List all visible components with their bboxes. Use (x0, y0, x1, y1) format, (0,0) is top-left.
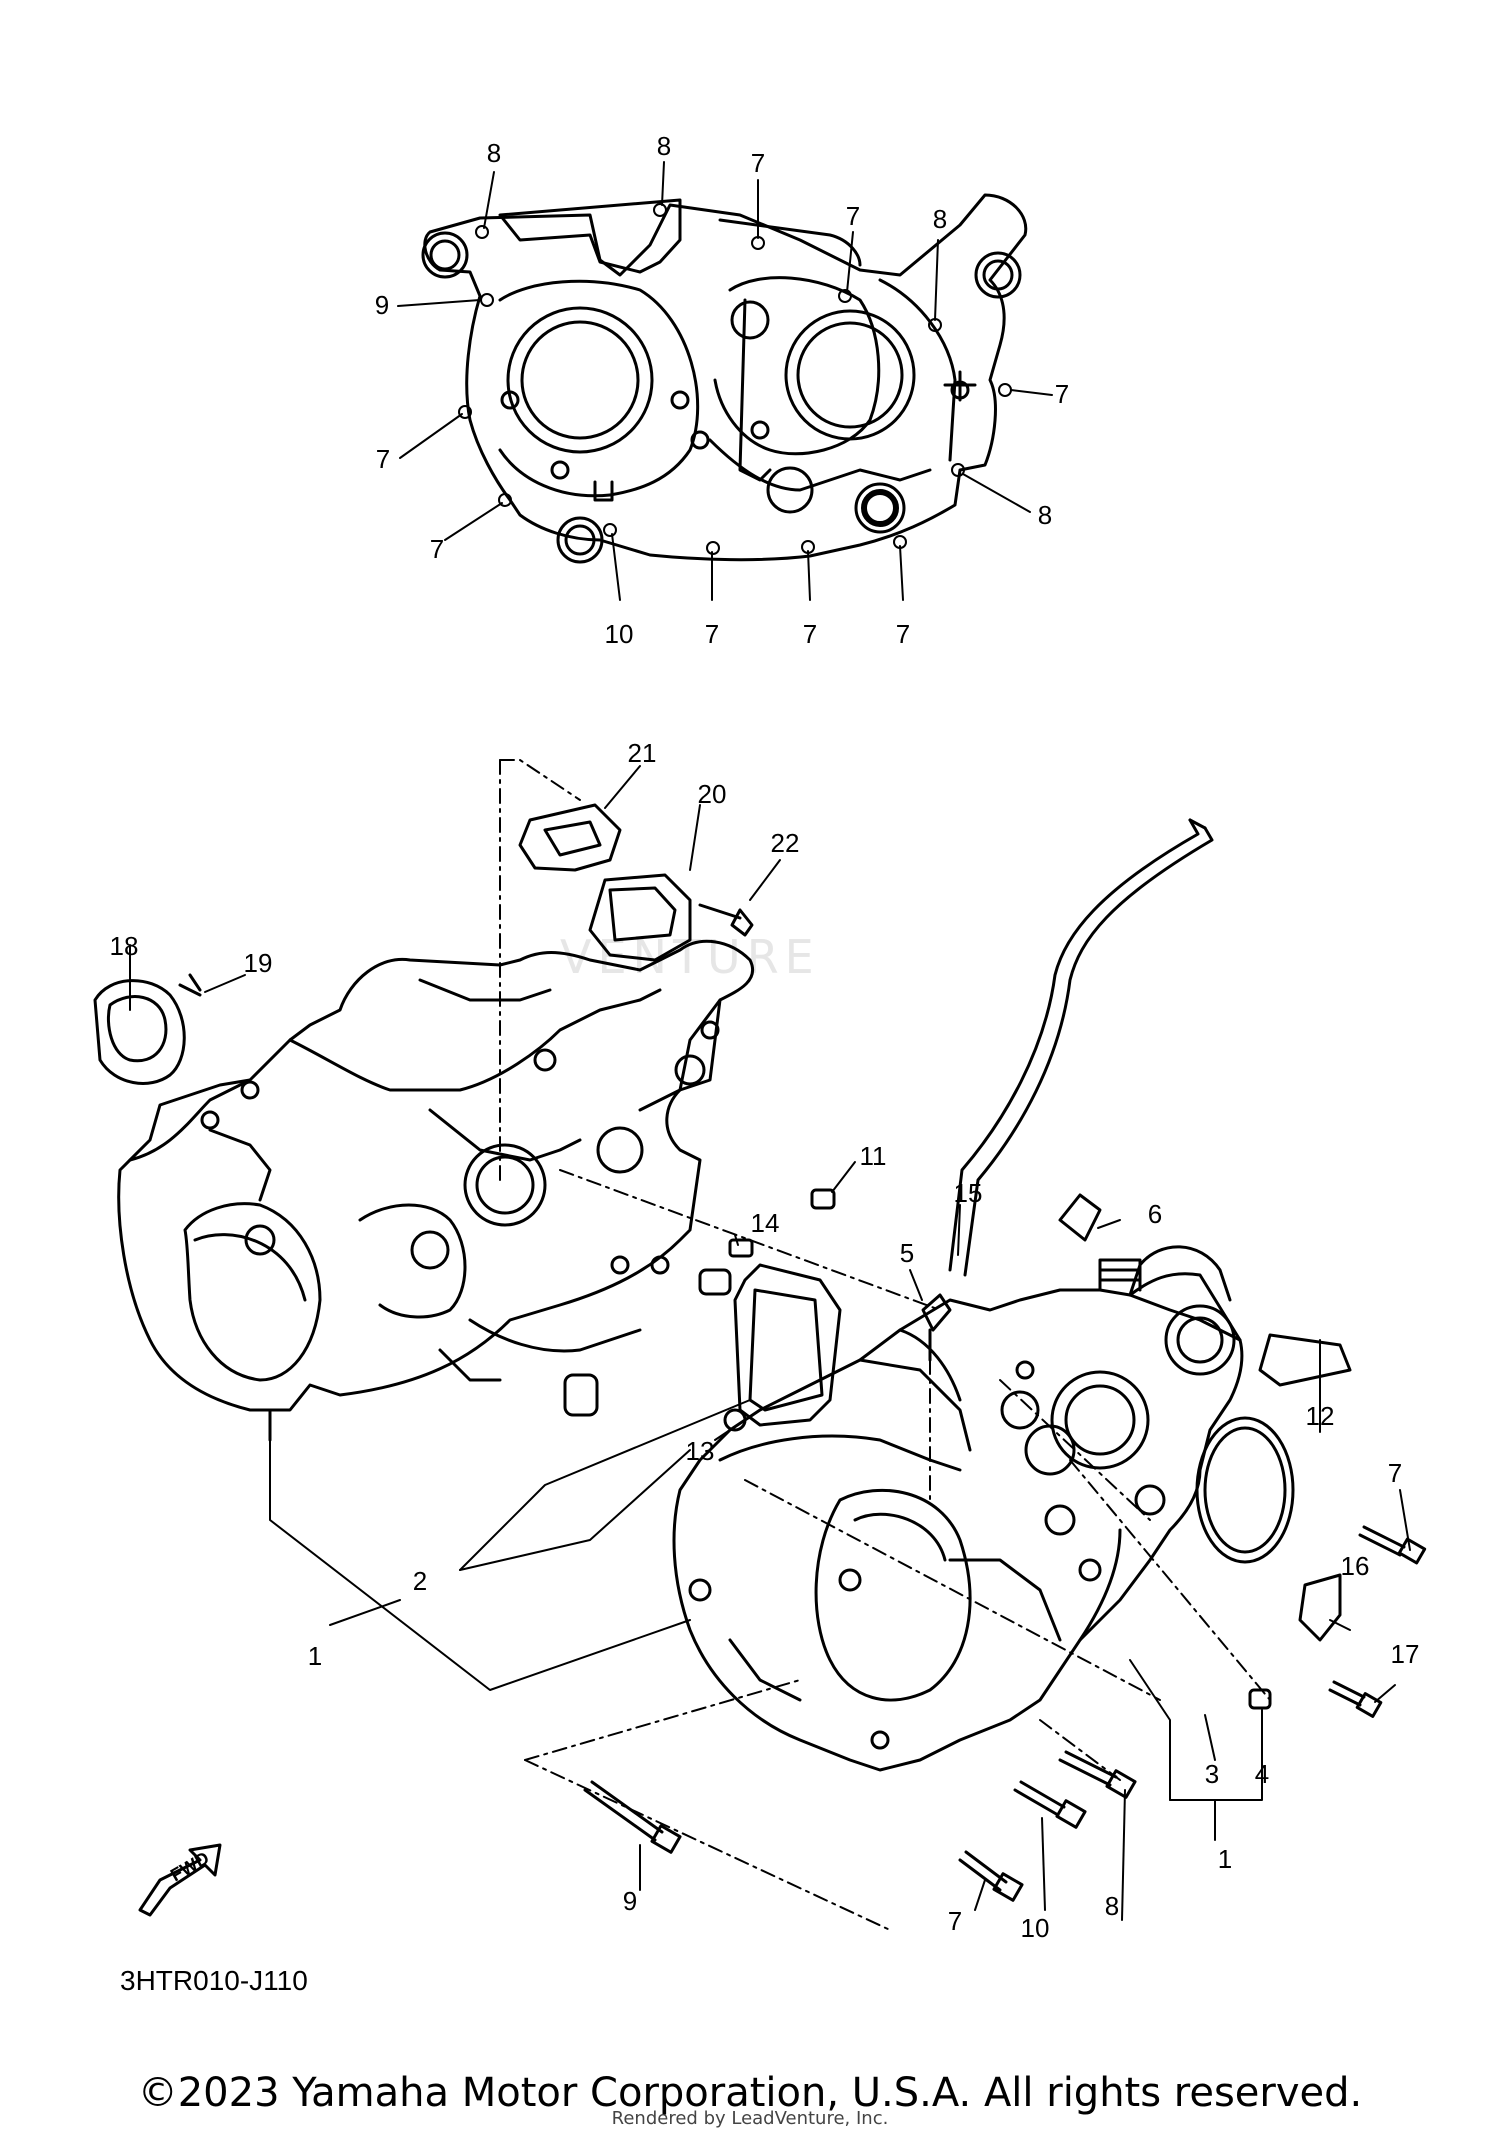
callout: 7 (376, 444, 390, 474)
top-bolt-holes (458, 203, 1012, 555)
callout: 9 (623, 1886, 637, 1916)
gasket-21 (518, 803, 622, 872)
drawing-code: 3HTR010-J110 (120, 1965, 308, 1996)
callout: 8 (487, 138, 501, 168)
callout: 7 (430, 534, 444, 564)
callout: 1 (308, 1641, 322, 1671)
breather-fitting (1098, 1258, 1142, 1292)
callout: 7 (896, 619, 910, 649)
dowel-14 (728, 1238, 754, 1258)
callout: 4 (1255, 1759, 1269, 1789)
plate-12 (1258, 1333, 1352, 1387)
cover-20 (588, 873, 692, 962)
gasket-18 (93, 979, 186, 1085)
callout: 6 (1148, 1199, 1162, 1229)
callout: 7 (846, 201, 860, 231)
callout: 7 (1388, 1458, 1402, 1488)
callout: 7 (803, 619, 817, 649)
top-view-callouts: 8 8 7 7 8 9 7 7 7 8 10 7 7 7 (375, 131, 1069, 649)
callout: 7 (948, 1906, 962, 1936)
callout: 3 (1205, 1759, 1219, 1789)
nut-11 (810, 1188, 836, 1210)
callout: 2 (413, 1566, 427, 1596)
main-leader-lines (129, 759, 1411, 1931)
callout: 7 (705, 619, 719, 649)
seal-ring (1203, 1426, 1287, 1554)
right-bearing-bore (796, 321, 904, 429)
callout: 1 (1218, 1844, 1232, 1874)
rear-mount-boss (1128, 1245, 1232, 1302)
bolt-19 (178, 973, 202, 997)
dowel-2 (563, 1373, 599, 1417)
callout: 10 (605, 619, 634, 649)
watermark: VENTURE (560, 930, 820, 984)
callout: 9 (375, 290, 389, 320)
callout: 11 (860, 1141, 887, 1171)
bolt-22 (698, 903, 754, 937)
callout: 21 (628, 738, 657, 768)
callout: 20 (698, 779, 727, 809)
callout: 8 (1038, 500, 1052, 530)
breather-hose (963, 826, 1214, 1277)
main-bolts (583, 1525, 1427, 1902)
left-crankcase-half (117, 939, 755, 1442)
callout: 16 (1341, 1551, 1370, 1581)
top-leader-lines (397, 161, 1053, 601)
hose-clamp (1058, 1193, 1102, 1242)
gasket-13 (733, 1263, 842, 1427)
left-bearing-bore (520, 320, 640, 440)
callout: 7 (1055, 379, 1069, 409)
callout: 7 (751, 148, 765, 178)
fwd-arrow (138, 1843, 222, 1917)
callout: 10 (1021, 1913, 1050, 1943)
main-view-callouts: 21 20 22 18 19 11 15 6 14 5 13 12 7 2 1 … (110, 738, 1420, 1943)
callout: 13 (686, 1436, 715, 1466)
right-crankcase-half (672, 1272, 1244, 1772)
callout: 8 (657, 131, 671, 161)
copyright-notice: ©2023 Yamaha Motor Corporation, U.S.A. A… (137, 2070, 1363, 2116)
callout: 15 (954, 1178, 983, 1208)
callout: 19 (244, 948, 273, 978)
damper-16 (1298, 1573, 1342, 1642)
rendered-by: Rendered by LeadVenture, Inc. (611, 2108, 889, 2129)
callout: 17 (1391, 1639, 1420, 1669)
callout: 18 (110, 931, 139, 961)
callout: 8 (1105, 1891, 1119, 1921)
callout: 14 (751, 1208, 780, 1238)
fwd-label: FWD (167, 1848, 212, 1886)
callout: 8 (933, 204, 947, 234)
crankcase-exploded-diagram: 8 8 7 7 8 9 7 7 7 8 10 7 7 7 21 20 22 18… (93, 131, 1427, 1996)
nipple-5 (921, 1293, 952, 1362)
callout: 22 (771, 828, 800, 858)
top-crankcase-outline (423, 193, 1028, 562)
callout: 12 (1306, 1401, 1335, 1431)
callout: 5 (900, 1238, 914, 1268)
